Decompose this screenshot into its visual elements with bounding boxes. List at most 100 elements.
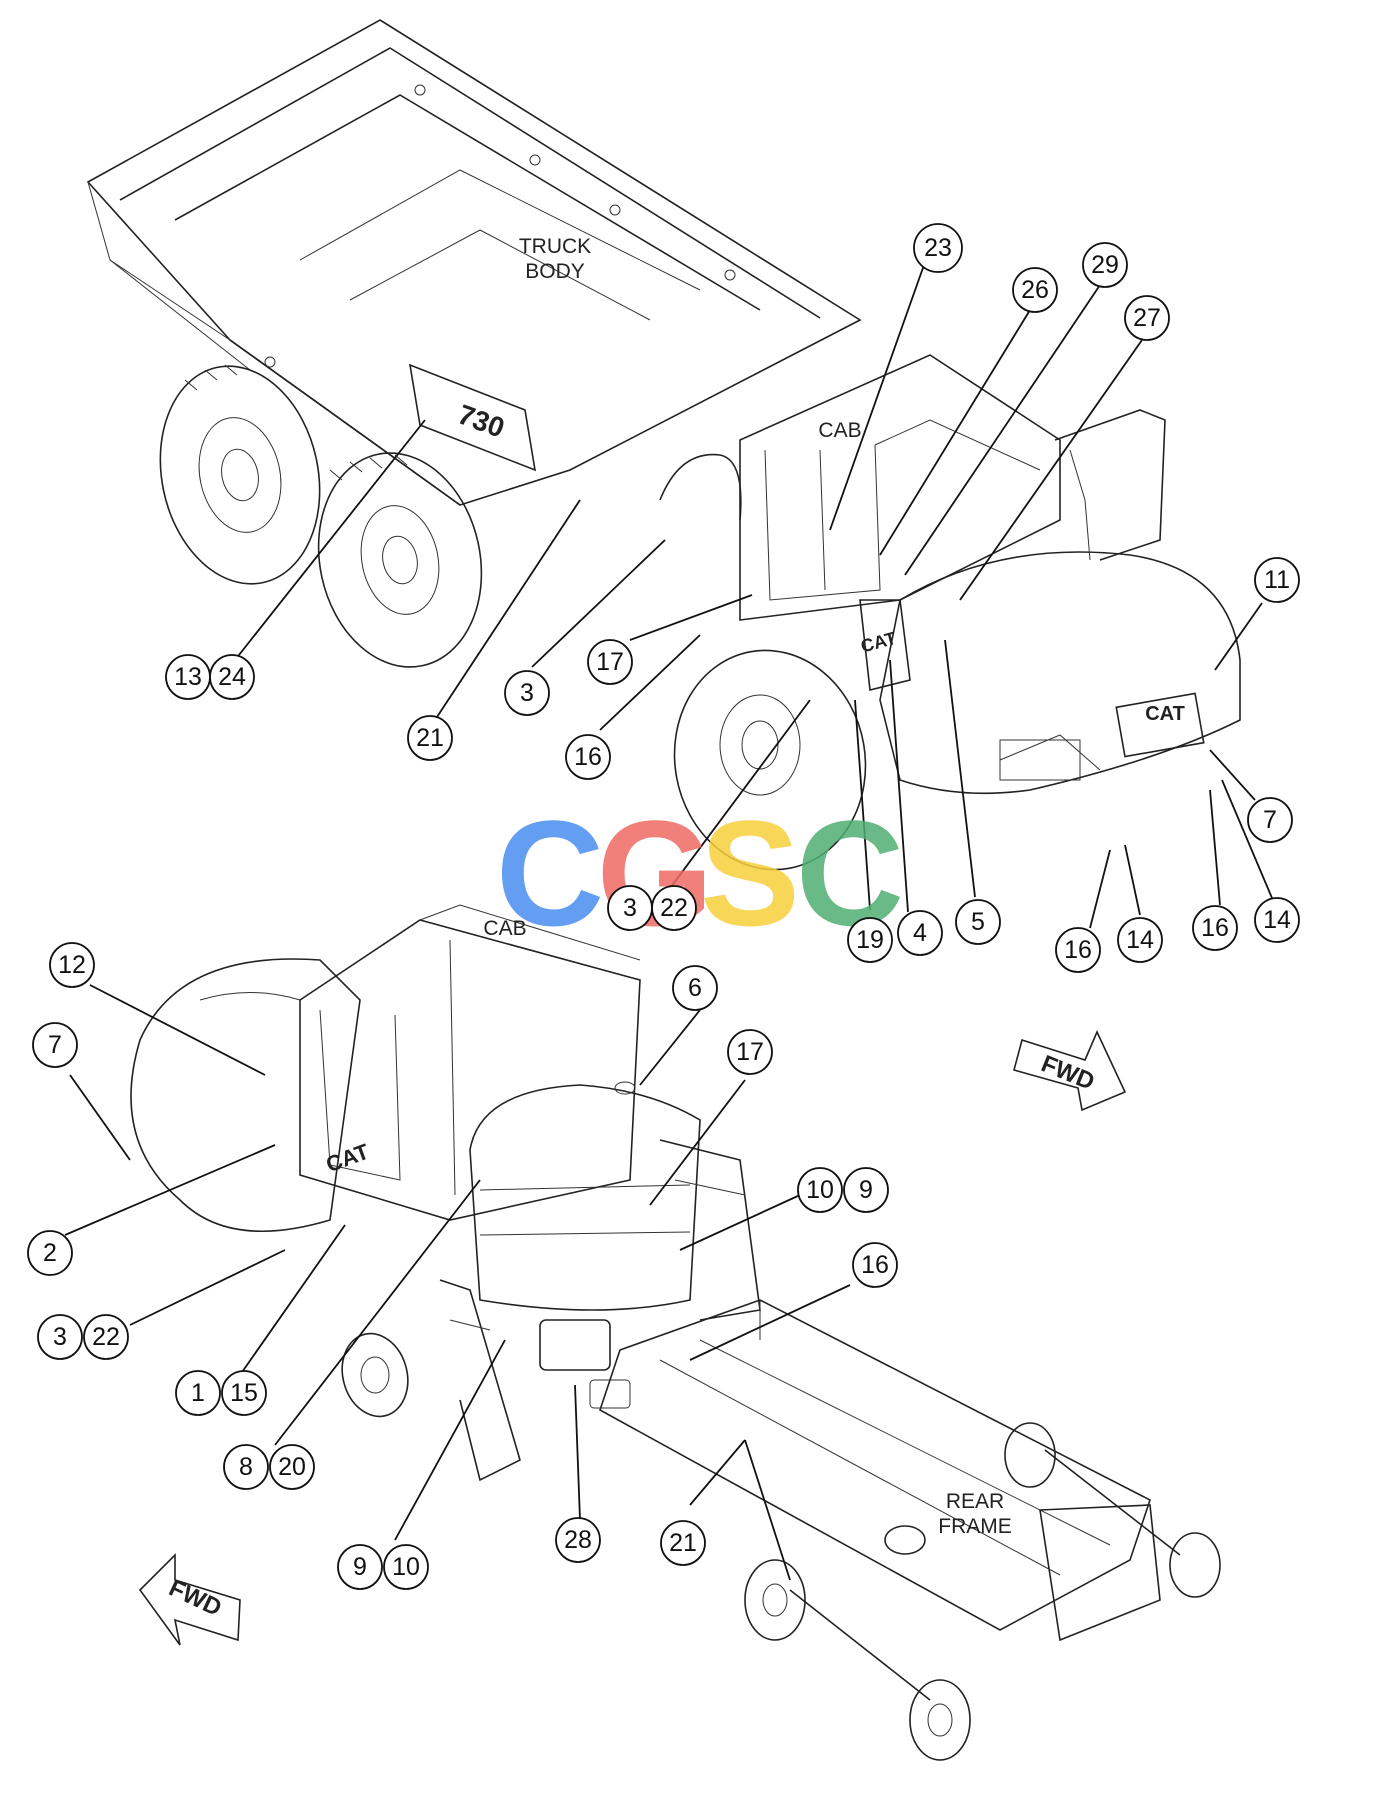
watermark-letter-c1: C xyxy=(496,789,604,957)
callout-9-bottom: 9 xyxy=(337,1544,383,1590)
svg-text:17: 17 xyxy=(596,648,624,676)
svg-text:21: 21 xyxy=(416,724,444,752)
rear-frame-label-2: FRAME xyxy=(938,1515,1012,1538)
svg-text:10: 10 xyxy=(392,1553,420,1581)
chassis-illustration: CAT CAB REAR FRAME xyxy=(130,904,1221,1761)
callout-26: 26 xyxy=(1012,267,1058,313)
svg-text:27: 27 xyxy=(1133,304,1161,332)
callout-27: 27 xyxy=(1124,295,1170,341)
leader-lines xyxy=(64,264,1273,1581)
svg-text:13: 13 xyxy=(174,663,202,691)
svg-text:16: 16 xyxy=(1064,936,1092,964)
callout-8: 8 xyxy=(223,1444,269,1490)
svg-text:16: 16 xyxy=(861,1251,889,1279)
rear-frame-label-1: REAR xyxy=(946,1490,1004,1513)
callout-22-bottom: 22 xyxy=(83,1314,129,1360)
svg-text:29: 29 xyxy=(1091,251,1119,279)
callout-16-mid-a: 16 xyxy=(1055,927,1101,973)
callout-24: 24 xyxy=(209,654,255,700)
callout-5: 5 xyxy=(955,899,1001,945)
svg-text:3: 3 xyxy=(53,1323,67,1351)
svg-text:8: 8 xyxy=(239,1453,253,1481)
callout-14-mid-b: 14 xyxy=(1254,897,1300,943)
callout-10-bottom: 10 xyxy=(383,1544,429,1590)
svg-text:14: 14 xyxy=(1263,906,1291,934)
callout-16-mid-b: 16 xyxy=(1192,905,1238,951)
svg-text:11: 11 xyxy=(1264,566,1290,594)
svg-text:12: 12 xyxy=(58,951,86,979)
svg-text:19: 19 xyxy=(856,926,884,954)
callout-10-mid: 10 xyxy=(797,1167,843,1213)
svg-text:17: 17 xyxy=(736,1038,764,1066)
callout-16-top: 16 xyxy=(565,734,611,780)
svg-text:22: 22 xyxy=(660,894,688,922)
callout-4: 4 xyxy=(897,910,943,956)
svg-text:16: 16 xyxy=(1201,914,1229,942)
svg-text:1: 1 xyxy=(191,1379,205,1407)
callouts: 23 26 29 27 11 13 24 21 3 17 16 7 3 22 1… xyxy=(27,223,1300,1590)
hood-logo: CAT xyxy=(1145,703,1185,725)
callout-17-bottom: 17 xyxy=(727,1029,773,1075)
svg-text:6: 6 xyxy=(688,974,702,1002)
fwd-arrow-bottom: FWD xyxy=(138,1553,241,1646)
callout-19: 19 xyxy=(847,917,893,963)
svg-text:7: 7 xyxy=(48,1031,62,1059)
callout-20: 20 xyxy=(269,1444,315,1490)
callout-21-bottom: 21 xyxy=(660,1520,706,1566)
callout-3-bottom: 3 xyxy=(37,1314,83,1360)
watermark-letter-g: G xyxy=(597,789,714,957)
callout-7-bottom: 7 xyxy=(32,1022,78,1068)
callout-3-top: 3 xyxy=(504,670,550,716)
svg-text:28: 28 xyxy=(564,1526,592,1554)
svg-text:10: 10 xyxy=(806,1176,834,1204)
callout-22-mid: 22 xyxy=(651,885,697,931)
side-logo: CAT xyxy=(859,628,899,657)
articulated-truck-illustration: 730 CAT CAT TRUCK BODY CAB xyxy=(86,19,1241,871)
svg-text:5: 5 xyxy=(971,908,985,936)
callout-1: 1 xyxy=(175,1370,221,1416)
model-plate-text: 730 xyxy=(454,399,509,444)
callout-29: 29 xyxy=(1082,242,1128,288)
fwd-label-top: FWD xyxy=(1037,1050,1098,1096)
callout-14-mid-a: 14 xyxy=(1117,917,1163,963)
callout-13: 13 xyxy=(165,654,211,700)
svg-text:20: 20 xyxy=(278,1453,306,1481)
callout-16-bottom: 16 xyxy=(852,1242,898,1288)
svg-text:15: 15 xyxy=(230,1379,258,1407)
callout-11: 11 xyxy=(1254,557,1300,603)
svg-text:3: 3 xyxy=(520,679,534,707)
callout-21-top: 21 xyxy=(407,715,453,761)
watermark-letter-s: S xyxy=(700,789,800,957)
svg-text:23: 23 xyxy=(924,234,952,262)
truck-body-label-1: TRUCK xyxy=(519,235,591,258)
svg-text:26: 26 xyxy=(1021,276,1049,304)
svg-text:7: 7 xyxy=(1263,806,1277,834)
callout-6: 6 xyxy=(672,965,718,1011)
callout-17-top: 17 xyxy=(587,639,633,685)
callout-28: 28 xyxy=(555,1517,601,1563)
callout-15: 15 xyxy=(221,1370,267,1416)
svg-text:14: 14 xyxy=(1126,926,1154,954)
cab-label-top: CAB xyxy=(818,419,861,442)
fwd-arrow-top: FWD xyxy=(1013,1030,1127,1112)
callout-7-top: 7 xyxy=(1247,797,1293,843)
svg-text:16: 16 xyxy=(574,743,602,771)
cab-label-bottom: CAB xyxy=(483,917,526,940)
svg-text:21: 21 xyxy=(669,1529,697,1557)
callout-3-mid: 3 xyxy=(607,885,653,931)
svg-text:9: 9 xyxy=(353,1553,367,1581)
watermark-logo: C G S C xyxy=(496,789,904,957)
svg-text:22: 22 xyxy=(92,1323,120,1351)
callout-2: 2 xyxy=(27,1230,73,1276)
svg-text:4: 4 xyxy=(913,919,927,947)
fwd-label-bottom: FWD xyxy=(165,1574,226,1622)
cab-door-logo: CAT xyxy=(323,1139,373,1178)
svg-text:9: 9 xyxy=(859,1176,873,1204)
callout-9-mid: 9 xyxy=(843,1167,889,1213)
svg-text:2: 2 xyxy=(43,1239,57,1267)
svg-text:3: 3 xyxy=(623,894,637,922)
callout-23: 23 xyxy=(913,223,963,273)
truck-body-label-2: BODY xyxy=(525,260,585,283)
svg-text:24: 24 xyxy=(218,663,246,691)
